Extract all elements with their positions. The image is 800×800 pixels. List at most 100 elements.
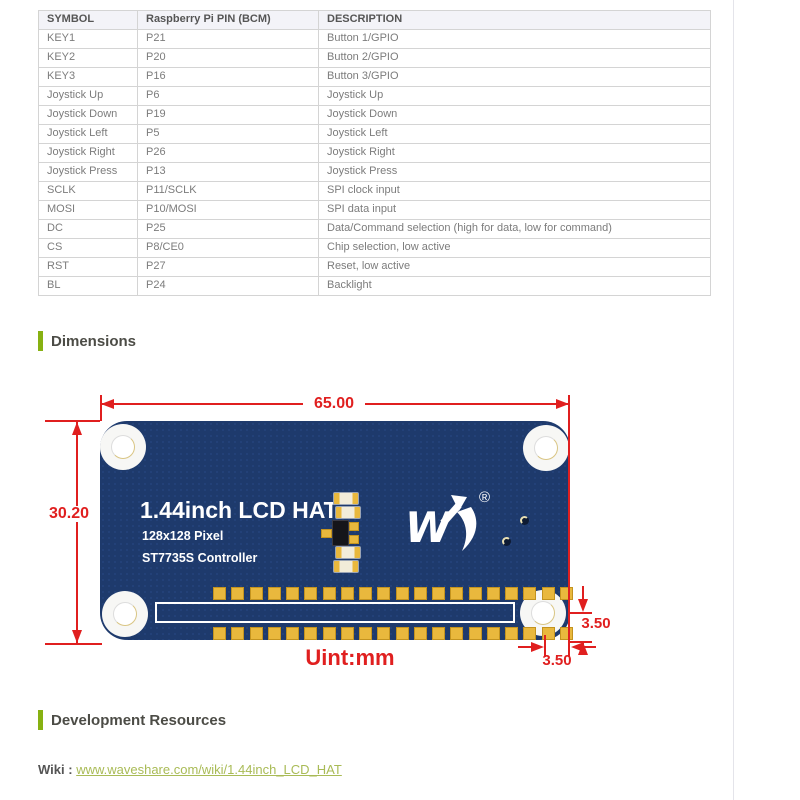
pcb-board: 1.44inch LCD HAT 128x128 Pixel ST7735S C… bbox=[100, 421, 573, 640]
dimensions-section-header: Dimensions bbox=[38, 331, 136, 351]
table-cell: Chip selection, low active bbox=[318, 238, 711, 258]
table-cell: Joystick Right bbox=[318, 143, 711, 163]
page-right-border bbox=[733, 0, 734, 800]
svg-text:W: W bbox=[407, 503, 454, 552]
gpio-pad bbox=[359, 587, 372, 600]
gpio-pad-row-top bbox=[213, 587, 573, 600]
wiki-link[interactable]: www.waveshare.com/wiki/1.44inch_LCD_HAT bbox=[76, 762, 342, 777]
table-cell: P19 bbox=[137, 105, 319, 125]
table-cell: P24 bbox=[137, 276, 319, 296]
gpio-pad bbox=[395, 627, 409, 640]
table-cell: P6 bbox=[137, 86, 319, 106]
gpio-pad bbox=[377, 627, 391, 640]
board-controller-text: ST7735S Controller bbox=[142, 551, 258, 565]
table-cell: P10/MOSI bbox=[137, 200, 319, 220]
table-cell: Data/Command selection (high for data, l… bbox=[318, 219, 711, 239]
dim-width-label: 65.00 bbox=[303, 396, 365, 412]
dim-ext-line bbox=[100, 395, 102, 421]
gpio-pad bbox=[432, 587, 445, 600]
gpio-pad bbox=[559, 627, 573, 640]
gpio-pad bbox=[541, 587, 555, 600]
smd-pad bbox=[349, 522, 359, 531]
dim-ext-line bbox=[568, 612, 592, 614]
gpio-pad bbox=[213, 627, 226, 640]
table-header-cell: DESCRIPTION bbox=[318, 10, 711, 30]
gpio-pad bbox=[505, 627, 518, 640]
table-cell: BL bbox=[38, 276, 138, 296]
dim-arrow bbox=[571, 642, 584, 652]
unit-label: Uint:mm bbox=[305, 645, 395, 670]
gpio-header-outline bbox=[155, 602, 515, 623]
development-section-title: Development Resources bbox=[51, 711, 227, 729]
gpio-pad bbox=[304, 587, 318, 600]
smd-transistor bbox=[332, 520, 349, 546]
smd-pad bbox=[349, 535, 359, 544]
table-cell: Joystick Press bbox=[38, 162, 138, 182]
table-cell: SPI clock input bbox=[318, 181, 711, 201]
table-cell: P5 bbox=[137, 124, 319, 144]
gpio-pad bbox=[413, 587, 427, 600]
table-cell: SCLK bbox=[38, 181, 138, 201]
gpio-pad bbox=[304, 627, 318, 640]
gpio-pad bbox=[340, 627, 354, 640]
mounting-hole-top-right bbox=[523, 425, 569, 471]
dim-ext-line bbox=[45, 420, 100, 422]
registered-mark: ® bbox=[479, 489, 491, 506]
gpio-pad bbox=[505, 587, 518, 600]
dim-hole-offset-h-label: 3.50 bbox=[542, 652, 572, 669]
dim-height-label: 30.20 bbox=[40, 506, 98, 522]
smd-resistor bbox=[335, 546, 361, 559]
dim-ext-line bbox=[45, 643, 102, 645]
table-cell: P8/CE0 bbox=[137, 238, 319, 258]
table-cell: P21 bbox=[137, 29, 319, 49]
gpio-pad bbox=[432, 627, 445, 640]
gpio-pad bbox=[377, 587, 391, 600]
table-cell: P25 bbox=[137, 219, 319, 239]
table-cell: Button 3/GPIO bbox=[318, 67, 711, 87]
gpio-pad bbox=[322, 627, 336, 640]
wiki-line: Wiki : www.waveshare.com/wiki/1.44inch_L… bbox=[38, 762, 342, 777]
dim-arrow bbox=[531, 642, 544, 652]
gpio-pad bbox=[340, 587, 354, 600]
gpio-pad bbox=[231, 587, 245, 600]
table-cell: Joystick Left bbox=[38, 124, 138, 144]
dimension-diagram: 1.44inch LCD HAT 128x128 Pixel ST7735S C… bbox=[40, 385, 640, 685]
table-cell: KEY1 bbox=[38, 29, 138, 49]
development-section-header: Development Resources bbox=[38, 710, 226, 730]
table-cell: CS bbox=[38, 238, 138, 258]
table-cell: Joystick Up bbox=[318, 86, 711, 106]
table-cell: P16 bbox=[137, 67, 319, 87]
dimensions-section-title: Dimensions bbox=[51, 332, 137, 350]
gpio-pad bbox=[213, 587, 226, 600]
smd-resistor bbox=[333, 560, 359, 573]
gpio-pad bbox=[359, 627, 372, 640]
gpio-pad bbox=[286, 627, 299, 640]
gpio-pad bbox=[322, 587, 336, 600]
table-cell: Button 1/GPIO bbox=[318, 29, 711, 49]
table-cell: DC bbox=[38, 219, 138, 239]
table-header-cell: Raspberry Pi PIN (BCM) bbox=[137, 10, 319, 30]
gpio-pad bbox=[450, 587, 464, 600]
table-cell: Joystick Down bbox=[38, 105, 138, 125]
smd-resistor bbox=[333, 492, 359, 505]
gpio-pad bbox=[231, 627, 245, 640]
section-bar-icon bbox=[38, 710, 43, 730]
table-header-cell: SYMBOL bbox=[38, 10, 138, 30]
section-bar-icon bbox=[38, 331, 43, 351]
smd-resistor bbox=[335, 506, 361, 519]
gpio-pad bbox=[286, 587, 299, 600]
waveshare-logo: W ® bbox=[405, 489, 499, 555]
table-cell: RST bbox=[38, 257, 138, 277]
table-cell: KEY2 bbox=[38, 48, 138, 68]
dim-hole-offset-v-label: 3.50 bbox=[581, 615, 611, 632]
